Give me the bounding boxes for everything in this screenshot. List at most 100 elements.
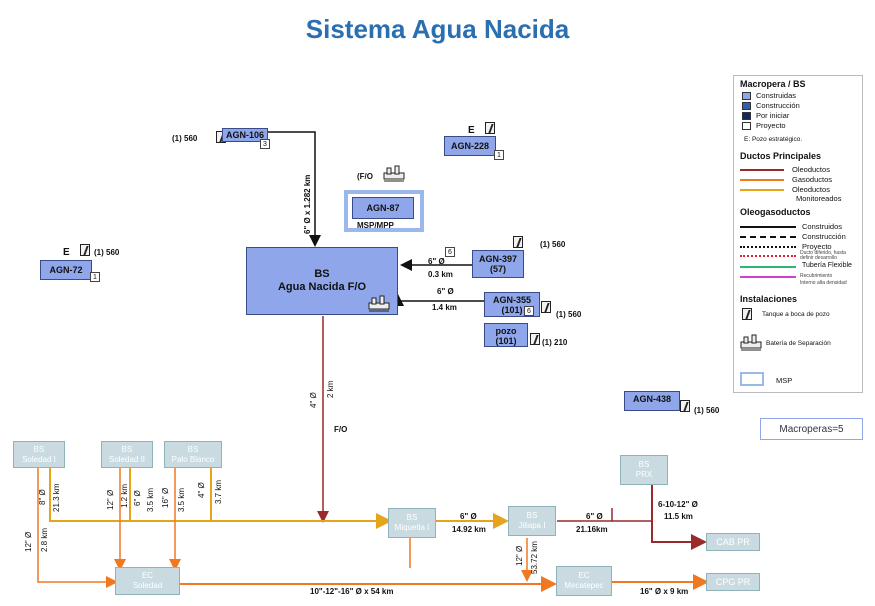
- well-agn355-sub: (101): [501, 305, 523, 315]
- legend-line-construidos: [740, 226, 796, 228]
- well-agn355-name: AGN-355: [492, 295, 531, 305]
- well-agn87[interactable]: AGN-87: [352, 197, 414, 219]
- agn438-production: (1) 560: [694, 406, 720, 415]
- legend-proyecto: Proyecto: [756, 121, 786, 130]
- fo-label: F/O: [334, 425, 348, 434]
- pipe-s6-diam: 12" Ø: [24, 531, 33, 552]
- legend-ductos-title: Ductos Principales: [740, 151, 822, 161]
- pozo-production: (1) 210: [542, 338, 568, 347]
- well-pozo[interactable]: pozo (101): [484, 323, 528, 347]
- pipe-mq-diam: 6" Ø: [460, 512, 477, 521]
- legend-swatch-construidas: [742, 92, 751, 100]
- well-count-badge: 3: [260, 139, 270, 149]
- strategic-well-marker: E: [468, 125, 475, 136]
- pipe-agn355-diam: 6" Ø: [437, 287, 454, 296]
- legend-gasoductos: Gasoductos: [792, 175, 833, 184]
- bs-palo-blanco[interactable]: BS Palo Blanco: [164, 441, 222, 468]
- legend: Macropera / BS Construidas Construcción …: [733, 75, 863, 393]
- legend-construccion-oleo: Construcción: [802, 232, 846, 241]
- legend-line-gasoductos: [740, 179, 784, 181]
- tank-icon: [541, 301, 551, 313]
- bs-soledad-2[interactable]: BS Soledad II: [101, 441, 153, 468]
- macroperas-count: Macroperas=5: [760, 418, 863, 440]
- pipe-agn355-len: 1.4 km: [432, 303, 457, 312]
- strategic-well-marker: E: [63, 247, 70, 258]
- bs-agua-nacida-line2: Agua Nacida F/O: [277, 281, 367, 293]
- pipe-s3-len: 3.5 km: [146, 487, 155, 512]
- bs-prx[interactable]: BS PRX: [620, 455, 668, 485]
- legend-oleoductos: Oleoductos: [792, 165, 830, 174]
- agn355-production: (1) 560: [556, 310, 582, 319]
- separation-battery-icon: [740, 334, 762, 351]
- well-pozo-sub: (101): [495, 336, 517, 346]
- pipe-prx-len: 11.5 km: [664, 512, 693, 521]
- pipe-s4-diam: 16" Ø: [161, 487, 170, 508]
- well-count-badge: 1: [494, 150, 504, 160]
- tank-icon: [680, 400, 690, 412]
- agn72-production: (1) 560: [94, 248, 120, 257]
- legend-proyecto-oleo: Proyecto: [802, 242, 832, 251]
- legend-bateria: Batería de Separación: [766, 340, 831, 347]
- pipe-jl-down-diam: 12" Ø: [515, 545, 524, 566]
- bs-agua-nacida-line1: BS: [314, 268, 330, 280]
- pipe-s1-len: 21.3 km: [52, 483, 61, 512]
- legend-line-construccion: [740, 236, 796, 238]
- cpg-pr[interactable]: CPG PR: [706, 573, 760, 591]
- legend-recubrimiento: Recubrimiento: [800, 273, 833, 279]
- agn397-production: (1) 560: [540, 240, 566, 249]
- well-agn72[interactable]: AGN-72: [40, 260, 92, 280]
- pipe-main-len: 2 km: [326, 380, 335, 398]
- well-count-badge: 6: [524, 306, 534, 316]
- legend-line-proyecto: [740, 246, 796, 248]
- pipe-s2-len: 1.2 km: [120, 483, 129, 508]
- tank-icon: [530, 333, 540, 345]
- ec-soledad[interactable]: EC Soledad: [115, 567, 180, 595]
- legend-swatch-proyecto: [742, 122, 751, 130]
- well-agn106[interactable]: AGN-106: [222, 128, 268, 142]
- pipe-s6-len: 2.8 km: [40, 527, 49, 552]
- well-count-badge: 1: [90, 272, 100, 282]
- legend-diferido: Ducto diferido, hasta definir desarrollo: [800, 250, 846, 261]
- separation-battery-icon: [368, 295, 390, 312]
- legend-alta-densidad: Interno alta densidad: [800, 280, 847, 286]
- pipe-s4-len: 3.5 km: [177, 487, 186, 512]
- tank-icon: [80, 244, 90, 256]
- ec-mecatepec[interactable]: EC Mecatepec: [556, 566, 612, 596]
- page-title: Sistema Agua Nacida: [305, 14, 570, 44]
- pipe-mecatepec-cpg: 16" Ø x 9 km: [640, 587, 689, 596]
- well-agn397-name: AGN-397: [478, 254, 517, 264]
- well-agn397[interactable]: AGN-397 (57): [472, 250, 524, 278]
- pipe-jl-len: 21.16km: [576, 525, 608, 534]
- legend-swatch-construccion: [742, 102, 751, 110]
- legend-oleoductos-mon: Oleoductos: [792, 185, 830, 194]
- tank-icon: [742, 308, 752, 320]
- agn106-production: (1) 560: [172, 134, 198, 143]
- bs-soledad-1[interactable]: BS Soledad I: [13, 441, 65, 468]
- legend-line-diferido: [740, 255, 796, 257]
- well-agn438[interactable]: AGN-438: [624, 391, 680, 411]
- pipe-agn106-label: 6" Ø x 1.282 km: [303, 174, 312, 234]
- legend-line-recubrimiento: [740, 276, 796, 278]
- pipe-s1-diam: 8" Ø: [38, 489, 47, 505]
- msp-icon: [740, 372, 764, 386]
- pipe-agn397-diam: 6" Ø: [428, 257, 445, 266]
- legend-tanque: Tanque a boca de pozo: [762, 311, 830, 318]
- legend-flexible: Tubería Flexible: [802, 262, 852, 269]
- legend-construidas: Construidas: [756, 91, 797, 100]
- tank-icon: [485, 122, 495, 134]
- legend-construccion: Construcción: [756, 101, 800, 110]
- pipe-s5-len: 3.7 km: [214, 479, 223, 504]
- well-agn228[interactable]: AGN-228: [444, 136, 496, 156]
- cab-pr[interactable]: CAB PR: [706, 533, 760, 551]
- pipe-s2-diam: 12" Ø: [106, 489, 115, 510]
- bs-jiliapa[interactable]: BS Jiliapa I: [508, 506, 556, 536]
- legend-monitoreados: Monitoreados: [796, 194, 842, 203]
- bs-miquetla[interactable]: BS Miquetla I: [388, 508, 436, 538]
- well-pozo-name: pozo: [495, 326, 517, 336]
- legend-construidos: Construidos: [802, 222, 843, 231]
- legend-line-flexible: [740, 266, 796, 268]
- legend-oleo-title: Oleogasoductos: [740, 207, 811, 217]
- agn87-fo-label: (F/O: [357, 172, 373, 181]
- legend-line-oleoductos: [740, 169, 784, 171]
